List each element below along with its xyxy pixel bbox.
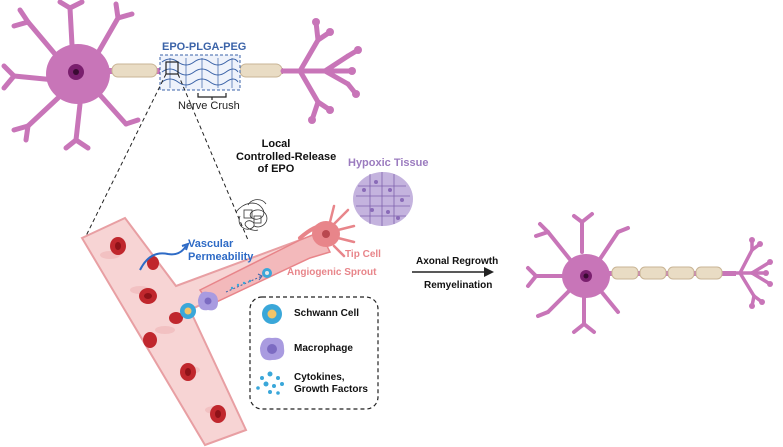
process-arrowhead <box>484 267 494 277</box>
axonal-regrowth-label: Axonal Regrowth <box>416 256 499 267</box>
nerve-crush-bracket <box>197 93 227 100</box>
vascular-line1: Vascular <box>188 238 234 250</box>
legend-macrophage-icon <box>260 337 285 361</box>
legend-cytokines-line1: Cytokines, <box>294 372 345 383</box>
zoom-line-left <box>83 73 167 241</box>
migration-arrow <box>225 275 263 293</box>
schwann-cell-small <box>262 268 272 278</box>
nerve-crush-label: Nerve Crush <box>178 100 240 112</box>
legend-box <box>249 296 379 410</box>
legend-schwann-label: Schwann Cell <box>294 308 360 319</box>
tip-cell-label: Tip Cell <box>345 249 381 260</box>
legend-macrophage-label: Macrophage <box>294 343 353 354</box>
vascular-permeability-arrow <box>139 245 187 271</box>
scaffold-label: EPO-PLGA-PEG <box>162 41 247 53</box>
local-release-label: Local Controlled-Release of EPO <box>236 138 337 176</box>
legend-cytokines-icon <box>256 371 284 395</box>
zoom-box <box>165 61 179 75</box>
schwann-cell-in-vessel <box>180 303 196 319</box>
local-release-line2: Controlled-Release <box>236 150 337 163</box>
scaffold-region <box>159 54 241 91</box>
hypoxic-tissue-label: Hypoxic Tissue <box>348 157 429 169</box>
macrophage-in-vessel <box>198 291 218 311</box>
legend-cytokines-label: Cytokines, Growth Factors <box>294 372 368 395</box>
top-neuron <box>1 0 362 151</box>
vascular-permeability-label: Vascular Permeability <box>188 238 253 263</box>
local-release-line1: Local <box>261 138 291 150</box>
hypoxic-tissue-icon <box>353 172 413 226</box>
local-release-line3: of EPO <box>257 163 295 176</box>
zoom-line-right <box>177 73 249 241</box>
legend-cytokines-line2: Growth Factors <box>294 383 368 395</box>
tip-cell <box>312 204 356 258</box>
angiogenic-sprout-label: Angiogenic Sprout <box>287 267 377 278</box>
epo-protein-icon <box>235 199 268 231</box>
legend-schwann-icon <box>262 304 282 324</box>
remyelination-label: Remyelination <box>424 280 493 291</box>
vascular-line2: Permeability <box>188 250 254 263</box>
regenerated-neuron <box>526 212 773 334</box>
